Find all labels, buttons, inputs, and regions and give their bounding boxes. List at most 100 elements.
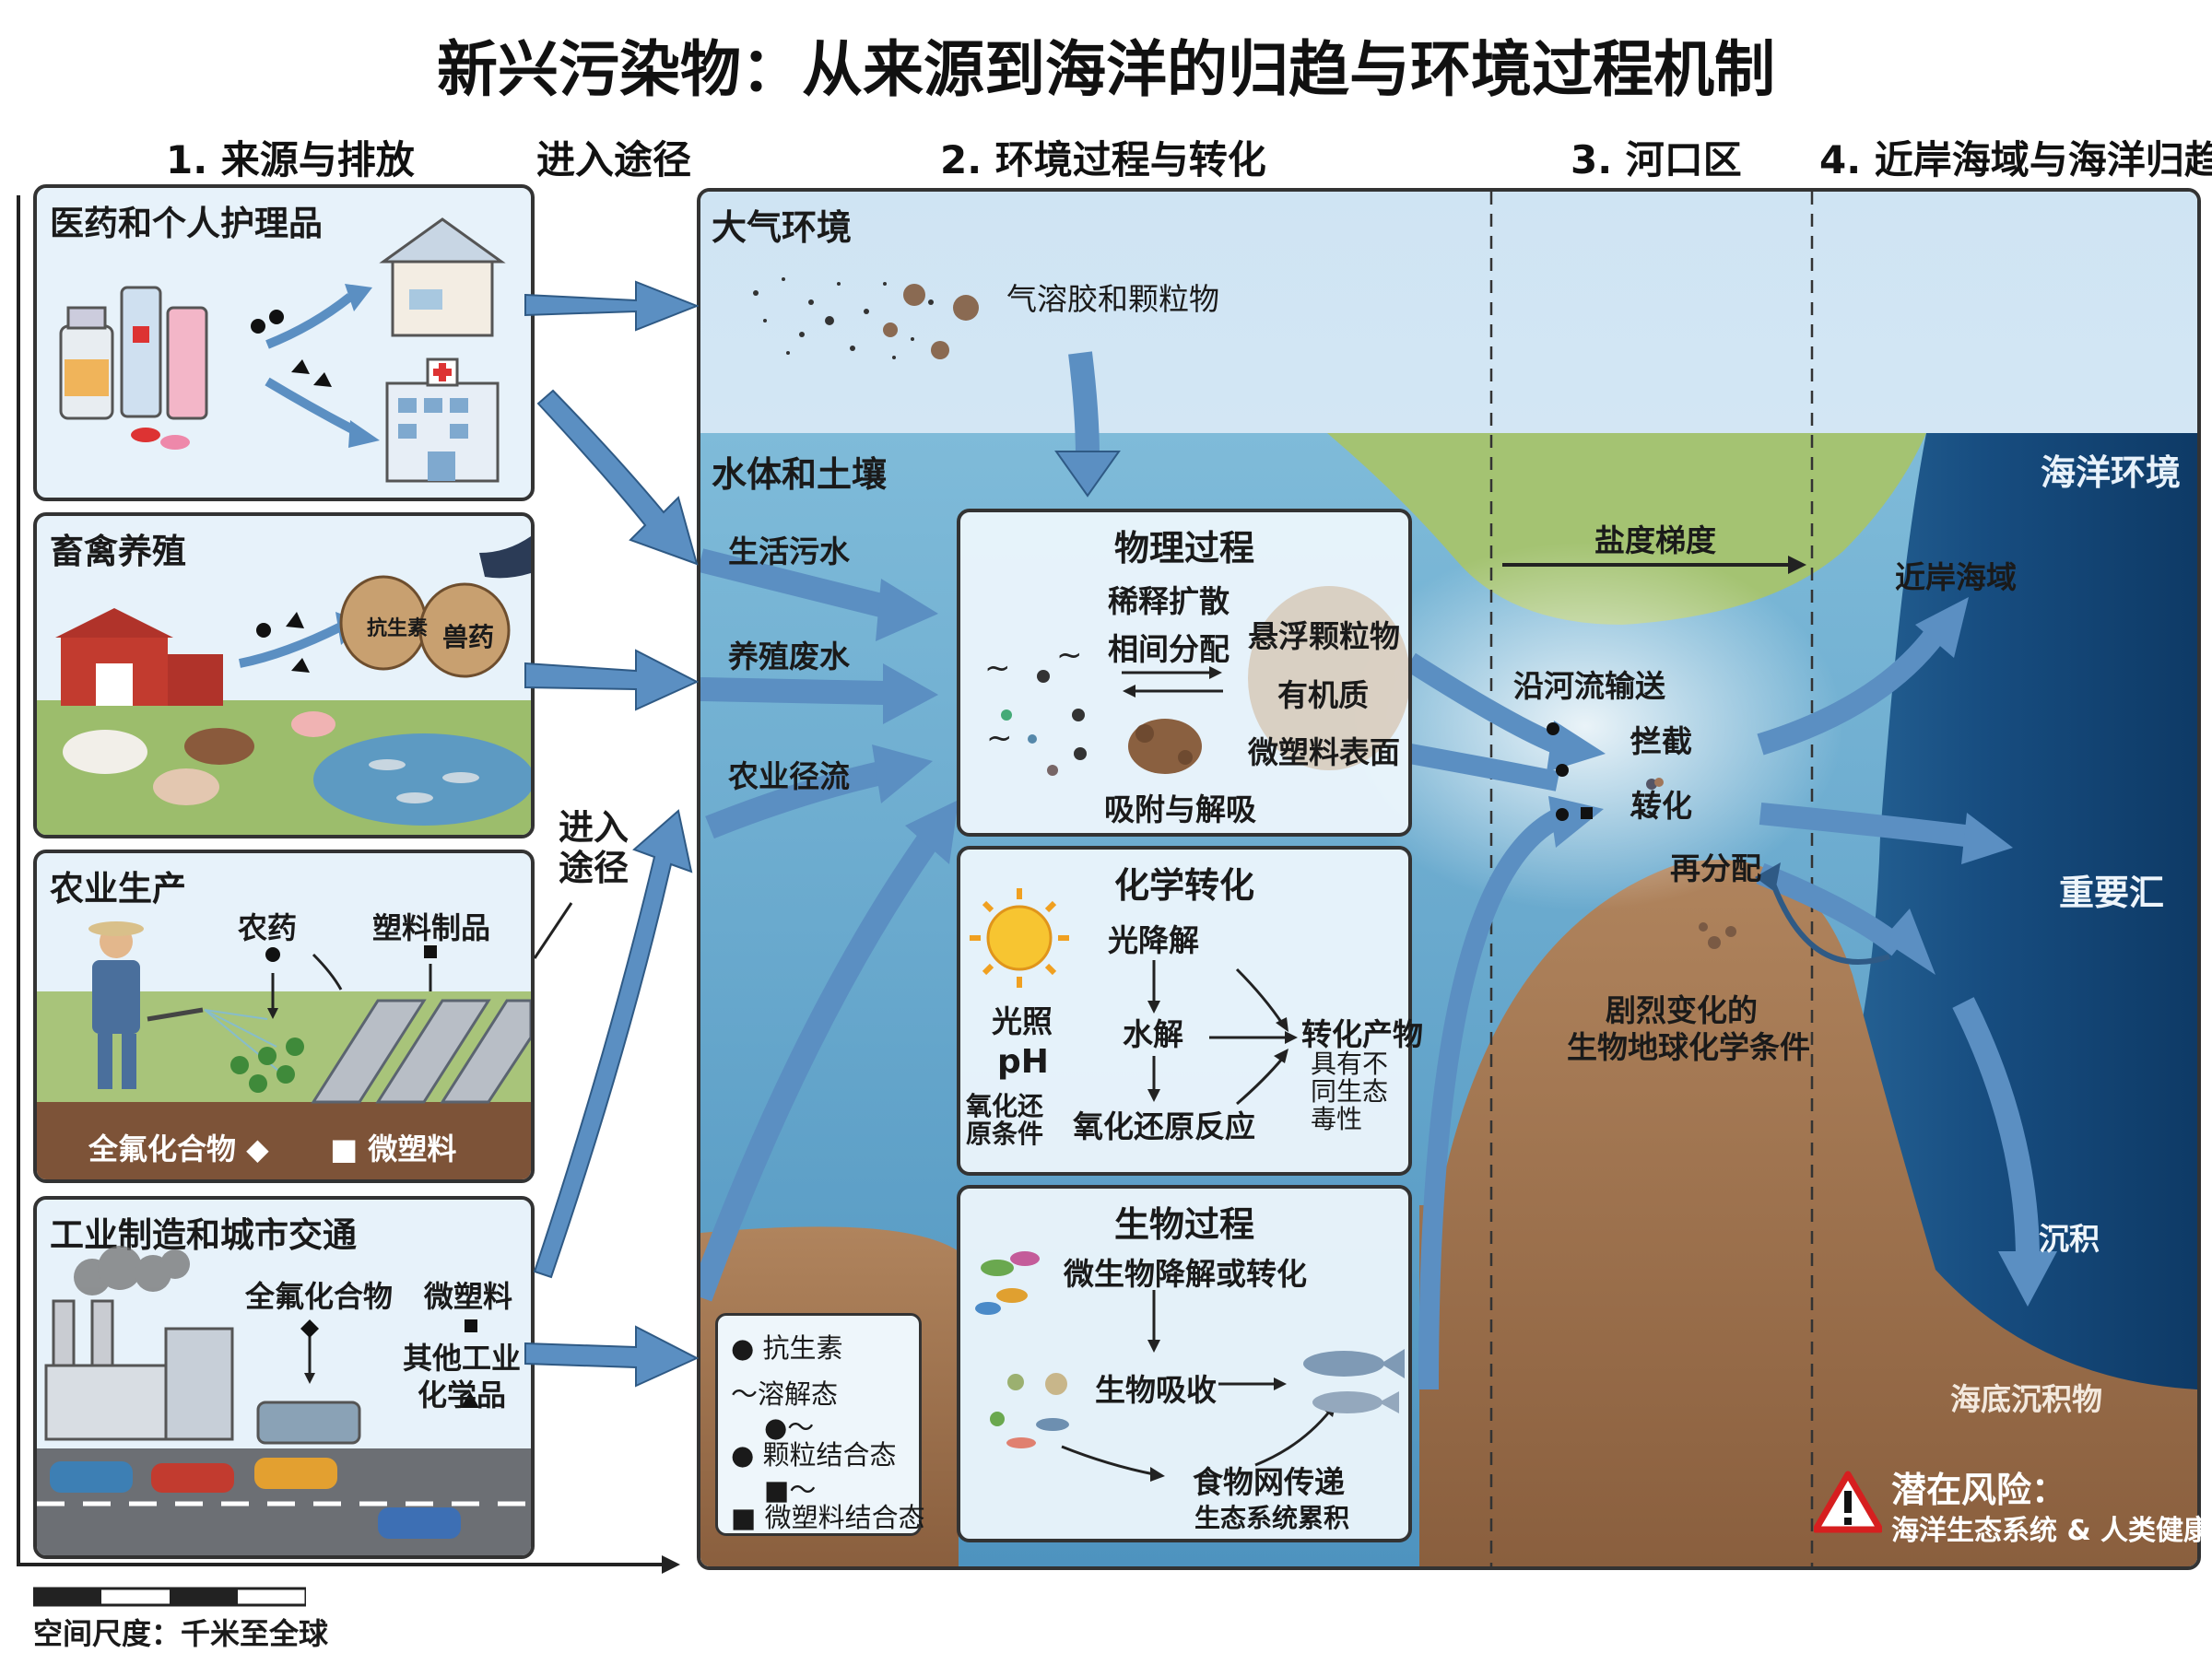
header-estuary: 3. 河口区 <box>1571 137 1742 182</box>
smoke-icon <box>74 1246 190 1295</box>
svg-text:~: ~ <box>1056 637 1083 674</box>
chemical-symbols <box>970 888 1298 1106</box>
medicine-bottle-icon <box>59 306 114 420</box>
transform-label: 转化 <box>1631 788 1692 824</box>
aerosol-label: 气溶胶和颗粒物 <box>1006 281 1219 317</box>
svg-text:~: ~ <box>984 650 1011 686</box>
adsorption-label: 吸附与解吸 <box>1104 791 1256 827</box>
chemical-title: 化学转化 <box>1113 865 1254 906</box>
pfas-agri-label: 全氟化合物 ◆ <box>88 1131 269 1166</box>
sun-icon <box>970 888 1069 988</box>
atmosphere-label: 大气环境 <box>712 207 853 248</box>
fish-icon <box>1303 1349 1405 1413</box>
toxicity-label: 具有不同生态毒性 <box>1311 1049 1389 1134</box>
agri-illustration <box>37 921 531 1179</box>
source-box-agri: 农业生产 农药 塑料制品 全氟化合物 ◆ ■ 微塑料 <box>33 850 535 1183</box>
estuary-tilde-2: ～ <box>1630 800 1657 832</box>
source-box-livestock: 畜禽养殖 抗生素 兽药 <box>33 512 535 838</box>
microplastic-agri-label: ■ 微塑料 <box>330 1131 457 1166</box>
farmer-icon <box>88 921 144 1089</box>
scale-label: 空间尺度：千米至全球 <box>33 1616 329 1651</box>
hydrolysis-label: 水解 <box>1123 1016 1183 1052</box>
sediment-label: 海底沉积物 <box>1950 1381 2102 1417</box>
foodweb-label: 食物网传递 <box>1193 1464 1345 1500</box>
ocean-label: 海洋环境 <box>2041 452 2182 493</box>
chemical-process-box: 化学转化 光降解 水解 氧化还原反应 光照 pH 氧化还原条件 转化产物 具有不… <box>957 846 1423 1176</box>
pathway-runoff: 农业径流 <box>728 758 850 794</box>
car-icon <box>50 1458 461 1539</box>
suspended-label: 悬浮颗粒物 <box>1248 618 1400 654</box>
header-ocean: 4. 近岸海域与海洋归趋 <box>1819 137 2212 182</box>
hospital-icon <box>385 358 500 483</box>
light-label: 光照 <box>992 1003 1053 1039</box>
biological-process-box: 生物过程 微生物降解或转化 生物吸收 食物网传递 生态系统累积 <box>957 1185 1412 1542</box>
products-label: 转化产物 <box>1301 1016 1423 1052</box>
estuary-tilde-1: ～ <box>1630 722 1657 755</box>
accumulation-label: 生态系统累积 <box>1194 1503 1350 1533</box>
microbial-label: 微生物降解或转化 <box>1064 1256 1307 1292</box>
barn-icon <box>55 608 223 706</box>
hand-icon <box>479 536 531 579</box>
microbe-icon <box>975 1251 1040 1315</box>
legend-box: ● 抗生素 ～溶解态 ●～ ● 颗粒结合态 ■～ ■ 微塑料结合态 <box>715 1313 925 1536</box>
legend-particulate: ● 颗粒结合态 <box>731 1439 897 1471</box>
left-bracket <box>17 195 20 1565</box>
legend-microplastic: ■ 微塑料结合态 <box>731 1502 925 1533</box>
pathway-farm-waste: 养殖废水 <box>728 639 850 674</box>
house-icon <box>379 217 506 337</box>
bag-antibiotic-label: 抗生素 <box>367 617 429 640</box>
partition-label: 相间分配 <box>1108 631 1230 667</box>
agri-title: 农业生产 <box>50 869 186 909</box>
legend-particle-symbol: ●～ <box>764 1412 815 1443</box>
tube-icon <box>120 286 162 418</box>
redox-condition-label: 氧化还原条件 <box>966 1091 1044 1149</box>
physical-symbols: ~ ~ ~ <box>984 586 1408 776</box>
bag-vetdrug-label: 兽药 <box>442 622 495 652</box>
source-box-industry: 工业制造和城市交通 全氟化合物 微塑料 其他工业化学品 <box>33 1196 535 1559</box>
plastic-products-label: 塑料制品 <box>372 910 491 945</box>
livestock-illustration <box>37 536 531 835</box>
livestock-title: 畜禽养殖 <box>50 532 186 571</box>
physical-title: 物理过程 <box>1113 528 1254 569</box>
legend-antibiotic: ● 抗生素 <box>731 1332 843 1364</box>
legend-micro-symbol: ■～ <box>764 1474 817 1506</box>
dilution-label: 稀释扩散 <box>1108 583 1230 619</box>
uptake-label: 生物吸收 <box>1095 1372 1217 1408</box>
pathway-sewage: 生活污水 <box>728 533 850 569</box>
physical-process-box: 物理过程 稀释扩散 相间分配 ~ ~ ~ 悬浮颗粒物 有机质 微塑料表面 吸附与解吸 <box>957 509 1412 837</box>
cream-icon <box>166 306 208 420</box>
risk-title: 潜在风险： <box>1891 1470 2067 1510</box>
environment-panel <box>697 188 2201 1570</box>
transport-label: 沿河流输送 <box>1513 668 1665 704</box>
svg-text:~: ~ <box>986 720 1013 756</box>
bottom-arrow <box>17 1555 680 1574</box>
header-sources: 1. 来源与排放 <box>166 137 415 182</box>
photolysis-label: 光降解 <box>1108 922 1199 958</box>
biological-symbols <box>975 1251 1405 1482</box>
industry-title: 工业制造和城市交通 <box>50 1215 357 1255</box>
organic-label: 有机质 <box>1277 677 1369 713</box>
biological-title: 生物过程 <box>1113 1204 1254 1245</box>
sack-icon <box>339 575 511 678</box>
conditions-line2: 生物地球化学条件 <box>1567 1029 1810 1065</box>
industry-illustration <box>37 1246 531 1555</box>
pathway-side-label: 进入途径 <box>558 807 629 888</box>
redox-label: 氧化还原反应 <box>1073 1108 1255 1144</box>
plastic-mulch-icon <box>311 999 531 1104</box>
conditions-line1: 剧烈变化的 <box>1606 992 1758 1028</box>
pharma-title: 医药和个人护理品 <box>50 204 323 243</box>
risk-detail: 海洋生态系统 & 人类健康 <box>1891 1515 2212 1547</box>
environment-scene <box>700 192 2197 1566</box>
source-box-pharma: 医药和个人护理品 <box>33 184 535 501</box>
sink-label: 重要汇 <box>2059 873 2165 913</box>
fish-pond-icon <box>313 733 531 826</box>
salinity-label: 盐度梯度 <box>1594 522 1716 558</box>
factory-icon <box>44 1299 234 1441</box>
microplastic-surface-label: 微塑料表面 <box>1248 734 1400 770</box>
header-processes: 2. 环境过程与转化 <box>940 137 1266 182</box>
pharma-illustration <box>59 217 506 483</box>
pfas-industry-label: 全氟化合物 <box>245 1279 394 1314</box>
plankton-icon <box>990 1373 1069 1448</box>
deposition-label: 沉积 <box>2039 1221 2100 1257</box>
coastal-label: 近岸海域 <box>1895 559 2017 595</box>
